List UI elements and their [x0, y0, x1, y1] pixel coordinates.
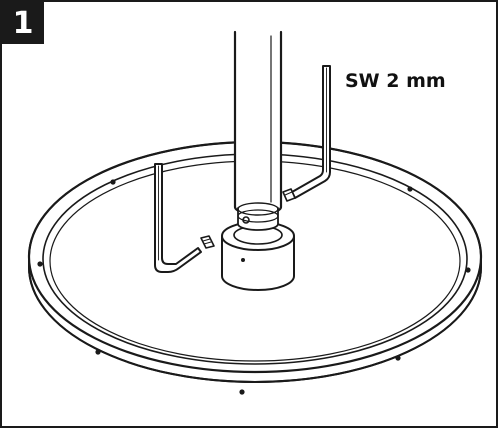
- mounting-hole: [37, 261, 43, 267]
- mounting-holes: [37, 179, 471, 395]
- allen-key-left: [154, 163, 202, 273]
- mounting-hole: [465, 267, 471, 273]
- collar-screw-hole: [242, 216, 250, 224]
- set-screw-right: [282, 188, 296, 202]
- column-socket: [221, 221, 295, 291]
- step-number-badge: 1: [2, 2, 44, 44]
- socket-screw-hole: [241, 258, 245, 262]
- mounting-hole: [407, 186, 413, 192]
- mounting-hole: [110, 179, 116, 185]
- set-screw-left: [200, 235, 215, 249]
- mounting-hole: [395, 355, 401, 361]
- column-tube: [233, 30, 283, 231]
- hex-key-size-label: SW 2 mm: [345, 70, 446, 92]
- mounting-hole: [239, 389, 245, 395]
- mounting-hole: [95, 349, 101, 355]
